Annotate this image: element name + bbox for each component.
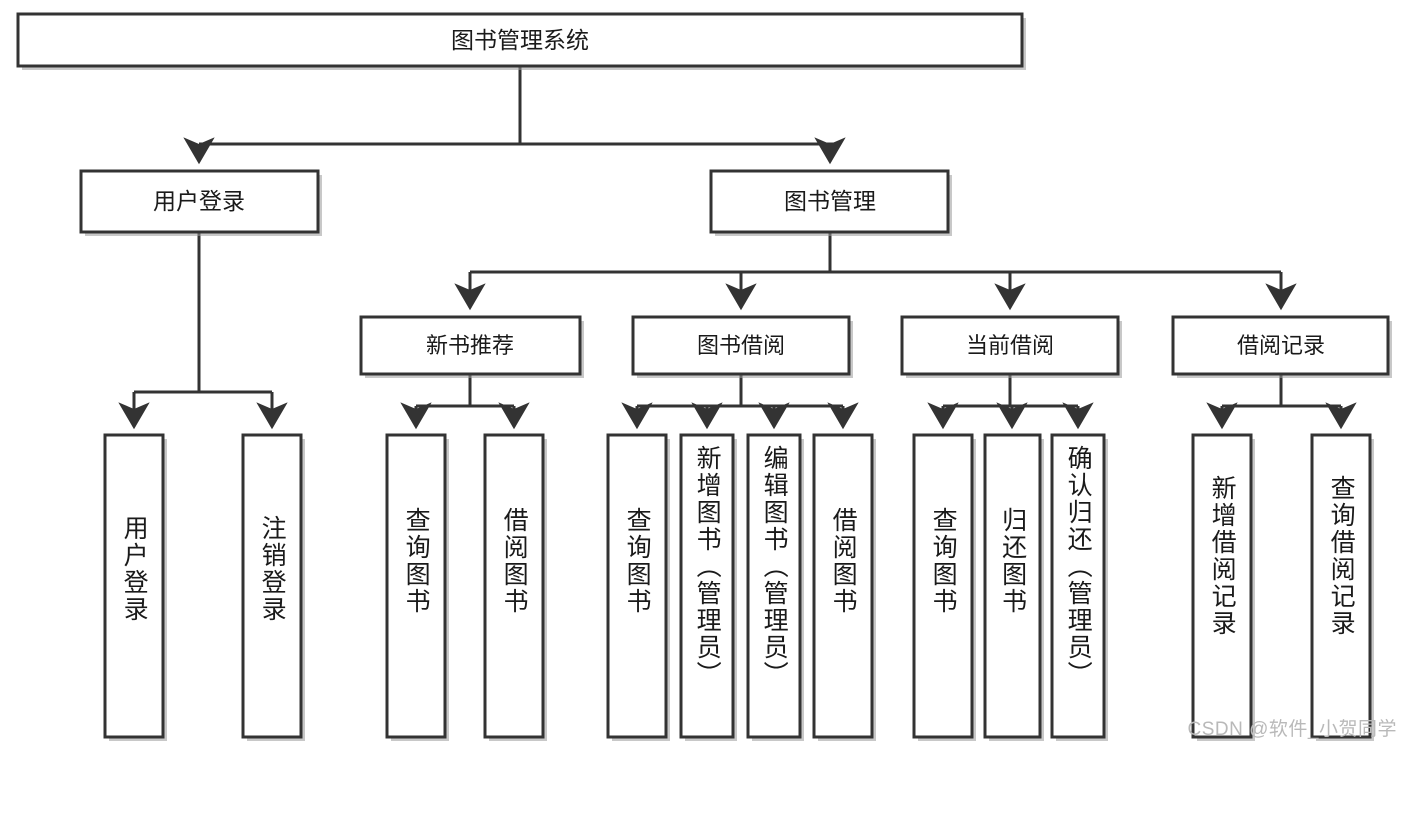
connector-newbook-to-leaves xyxy=(400,374,530,430)
node-leaf-query-book-3[interactable] xyxy=(912,433,976,741)
node-current-borrow-label: 当前借阅 xyxy=(966,333,1054,358)
node-leaf-user-login[interactable] xyxy=(103,433,167,741)
connector-borrowrecord-to-leaves xyxy=(1206,374,1357,430)
flowchart-svg: 图书管理系统 用户登录 图书管理 新书推荐 图书借阅 当前借阅 xyxy=(16,12,1392,741)
connector-bookborrow-to-leaves xyxy=(621,374,859,430)
leaf-node-layer xyxy=(103,433,1374,741)
node-user-login[interactable]: 用户登录 xyxy=(79,169,322,236)
node-leaf-confirm-return-admin[interactable] xyxy=(1050,433,1108,741)
node-current-borrow[interactable]: 当前借阅 xyxy=(900,315,1122,378)
node-leaf-user-logout[interactable] xyxy=(241,433,305,741)
node-user-login-label: 用户登录 xyxy=(153,188,245,214)
node-book-management-label: 图书管理 xyxy=(784,188,876,214)
connector-layer xyxy=(118,66,1357,430)
node-new-book-recommend-label: 新书推荐 xyxy=(426,333,514,358)
flowchart-canvas: 图书管理系统 用户登录 图书管理 新书推荐 图书借阅 当前借阅 xyxy=(16,12,1397,741)
node-leaf-borrow-book-2[interactable] xyxy=(812,433,876,741)
csdn-watermark: CSDN @软件_小贺同学 xyxy=(1187,719,1397,740)
node-borrow-record-label: 借阅记录 xyxy=(1237,333,1325,358)
connector-currentborrow-to-leaves xyxy=(927,374,1094,430)
node-borrow-record[interactable]: 借阅记录 xyxy=(1171,315,1392,378)
node-book-management[interactable]: 图书管理 xyxy=(709,169,952,236)
node-leaf-borrow-book-1[interactable] xyxy=(483,433,547,741)
node-new-book-recommend[interactable]: 新书推荐 xyxy=(359,315,584,378)
node-leaf-query-borrow-record[interactable] xyxy=(1310,433,1374,741)
node-root[interactable]: 图书管理系统 xyxy=(16,12,1026,70)
connector-bookmgmt-to-level3 xyxy=(454,232,1297,311)
node-leaf-query-book-1[interactable] xyxy=(385,433,449,741)
node-leaf-edit-book-admin[interactable] xyxy=(746,433,804,741)
node-leaf-query-book-2[interactable] xyxy=(606,433,670,741)
connector-root-to-level2 xyxy=(183,66,846,165)
node-root-label: 图书管理系统 xyxy=(451,27,589,53)
node-book-borrow[interactable]: 图书借阅 xyxy=(631,315,853,378)
node-leaf-add-book-admin[interactable] xyxy=(679,433,737,741)
node-book-borrow-label: 图书借阅 xyxy=(697,333,785,358)
connector-userlogin-to-leaves xyxy=(118,232,288,430)
node-leaf-return-book[interactable] xyxy=(983,433,1044,741)
node-leaf-add-borrow-record[interactable] xyxy=(1191,433,1255,741)
